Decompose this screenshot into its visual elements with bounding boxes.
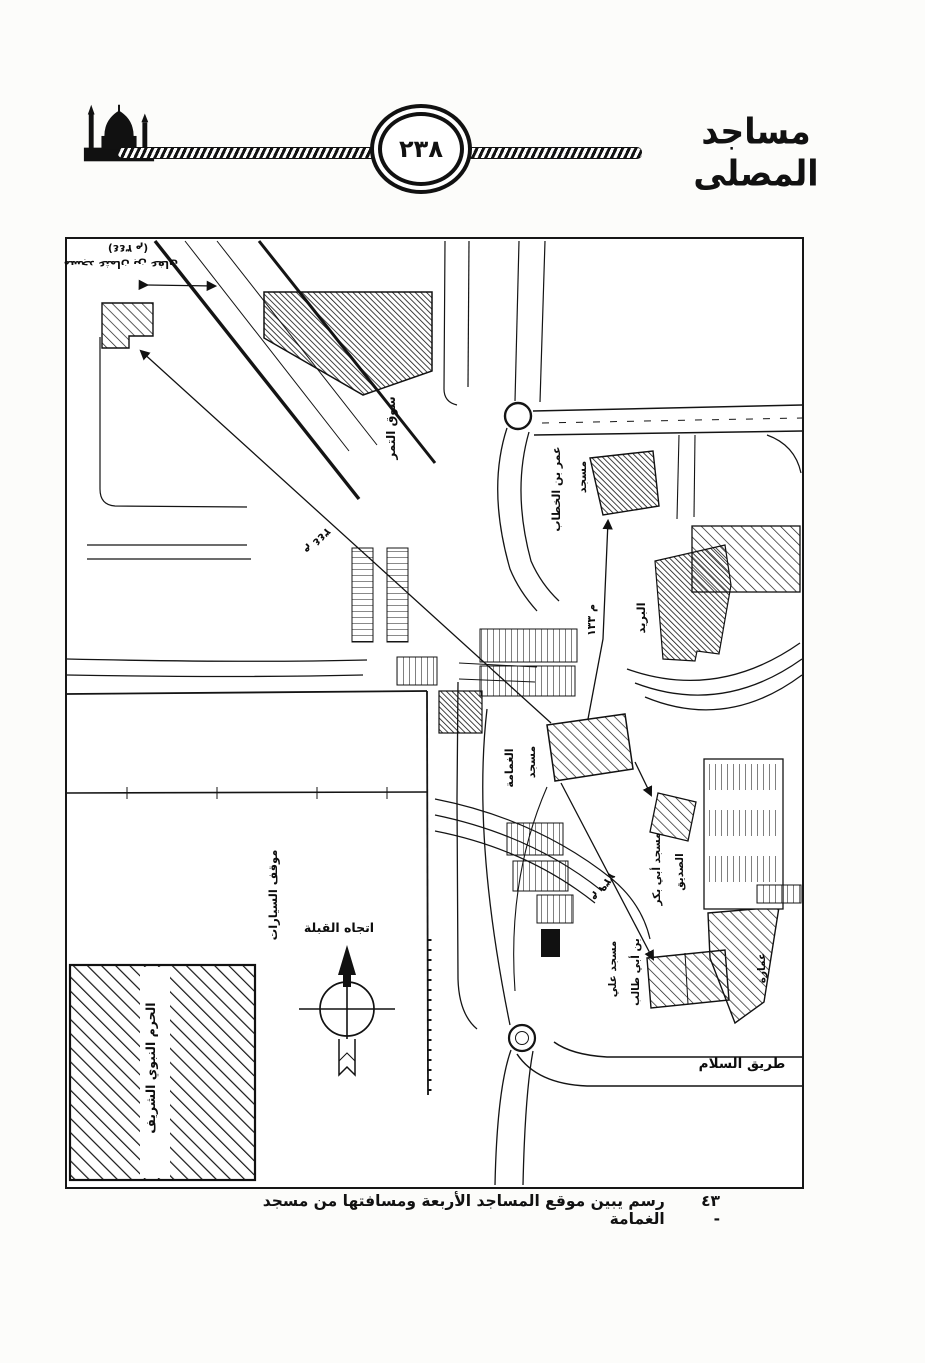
label-ali-word1: مسجد علي (607, 940, 619, 998)
post-office-building (654, 544, 732, 662)
label-haram: الحرم النبوي الشريف (143, 1002, 158, 1134)
figure-number: ٤٣ - (701, 1192, 720, 1228)
arrow-133m (587, 518, 613, 720)
label-umar-mosque-word1: مسجد (576, 460, 589, 494)
umar-mosque-building (589, 450, 660, 516)
label-qibla-direction: اتجاه القبلة (303, 920, 375, 935)
figure-caption-text: رسم يبين موقع المساجد الأربعة ومسافتها م… (262, 1192, 665, 1228)
map-frame (65, 237, 804, 1189)
arrow-344m (139, 349, 552, 724)
label-ghamama-word1: مسجد (525, 745, 538, 779)
label-building: عمارة (756, 952, 768, 984)
small-dark-building (438, 690, 483, 734)
page-title: مساجد المصلى (693, 109, 819, 195)
roundabout-top (503, 401, 533, 431)
parking-garage-east (703, 758, 784, 910)
label-post-office: البريد (634, 602, 648, 634)
haram-block (68, 963, 257, 1182)
map-drawing (66, 239, 803, 1186)
qibla-compass (299, 945, 395, 1077)
parking-rows-center-1 (479, 628, 578, 663)
figure-caption: ٤٣ - رسم يبين موقع المساجد الأربعة ومساف… (225, 1192, 720, 1228)
parking-rows-south-2 (512, 860, 569, 892)
label-date-market: سوق التمر (384, 396, 398, 460)
uthman-mosque-building (101, 302, 154, 349)
arrow-239m (560, 782, 654, 961)
annotation-line2: (٣٤٤ م) (107, 242, 149, 254)
label-umar-mosque-word2: عمر بن الخطاب (550, 446, 563, 532)
annotation-pointer-arrow (138, 279, 218, 292)
parking-rows-center-2 (479, 665, 576, 697)
small-black-structure (541, 929, 560, 957)
label-abubakr-word2: الصديق (674, 853, 686, 891)
roundabout-bottom (507, 1023, 537, 1053)
annotation-top-left: مسجد عثمان بن عفان (٣٤٤ م) (63, 240, 178, 272)
date-market-block (263, 291, 433, 396)
annotation-line1: مسجد عثمان بن عفان (63, 258, 178, 270)
abubakr-mosque-building (649, 792, 697, 842)
label-abubakr-word1: مسجد أبي بكر (651, 832, 663, 906)
label-parking-lot: موقف السيارات (266, 849, 280, 941)
parking-rows-west-2 (386, 547, 409, 643)
ghamama-mosque-building (546, 713, 634, 782)
label-ghamama-word2: الغمامة (503, 748, 516, 788)
label-salam-road: طريق السلام (698, 1056, 786, 1072)
page-number: ٢٣٨ (399, 135, 443, 163)
arrow-abubakr (634, 761, 653, 797)
label-ali-word2: بن أبي طالب (630, 938, 642, 1006)
parking-rows-west-1 (351, 547, 374, 643)
parking-rows-south-1 (506, 822, 564, 856)
distance-133m: م ١٣٣ (585, 603, 598, 637)
page-number-badge: ٢٣٨ (378, 112, 464, 186)
